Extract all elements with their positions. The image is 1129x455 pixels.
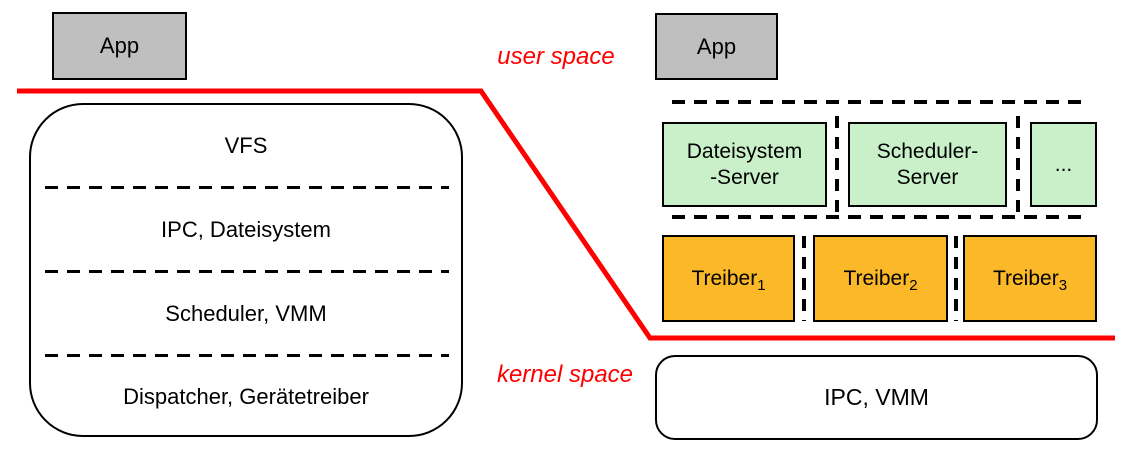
driver-box-treiber1: Treiber1 [662, 235, 795, 322]
monolith-layer-divider [45, 186, 449, 189]
server-more-label: ... [1054, 152, 1073, 176]
ipc-boundary-dashed-top [672, 100, 1090, 104]
micro-kernel-label: IPC, VMM [824, 384, 929, 410]
server-box-dateisystem: Dateisystem -Server [662, 122, 827, 207]
monolith-layer-dispatcher-geraetetreiber: Dispatcher, Gerätetreiber [123, 384, 369, 409]
driver-separator [802, 236, 806, 321]
server-label-line1: Scheduler- [876, 139, 979, 163]
monolith-layer-vfs: VFS [224, 133, 268, 158]
server-box-scheduler: Scheduler- Server [848, 122, 1007, 207]
monolith-layer-scheduler-vmm: Scheduler, VMM [165, 301, 327, 326]
driver-label: Treiber3 [992, 266, 1068, 294]
kernel-space-label: kernel space [496, 361, 634, 388]
driver-label: Treiber1 [691, 266, 766, 294]
monolith-layer-ipc-dateisystem: IPC, Dateisystem [161, 217, 331, 242]
server-label-line1: Dateisystem [686, 139, 803, 163]
monolith-layer-divider [45, 354, 449, 357]
ipc-boundary-dashed-bottom [672, 215, 1090, 219]
server-label-line2: Server [896, 165, 959, 189]
micro-app-box: App [655, 13, 778, 80]
driver-subscript: 3 [1058, 276, 1068, 294]
server-label-line2: -Server [710, 165, 779, 189]
server-box-more: ... [1030, 122, 1097, 207]
driver-subscript: 2 [909, 276, 918, 294]
monolith-app-box: App [52, 12, 187, 80]
server-separator [1016, 116, 1020, 213]
driver-subscript: 1 [757, 276, 766, 294]
server-separator [835, 116, 839, 213]
micro-app-label: App [696, 33, 737, 59]
monolith-kernel-box: VFS IPC, Dateisystem Scheduler, VMM Disp… [29, 103, 463, 437]
driver-box-treiber2: Treiber2 [813, 235, 948, 322]
monolith-app-label: App [99, 33, 140, 58]
driver-separator [954, 236, 958, 321]
monolith-layer-divider [45, 270, 449, 273]
user-space-label: user space [497, 43, 615, 70]
driver-label: Treiber2 [843, 266, 918, 294]
micro-kernel-box: IPC, VMM [655, 355, 1098, 440]
driver-box-treiber3: Treiber3 [963, 235, 1097, 322]
